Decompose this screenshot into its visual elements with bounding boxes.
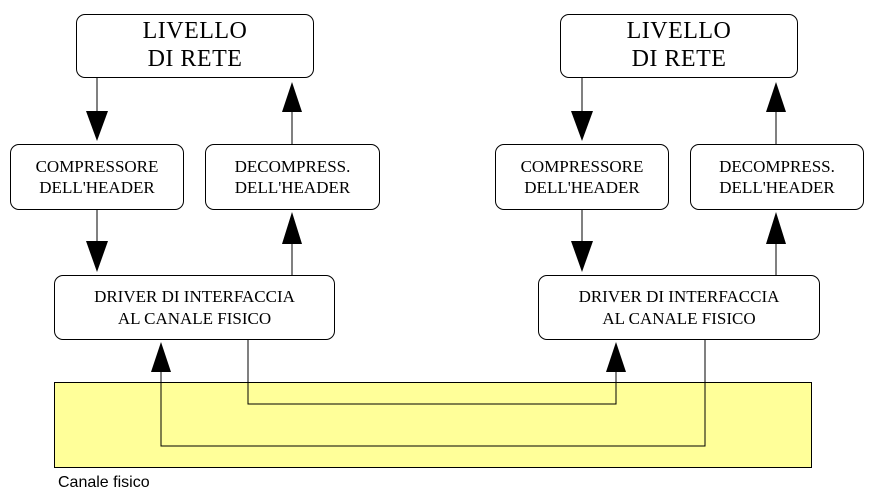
compressor-line2: DELL'HEADER	[39, 178, 155, 197]
decompressor-line2: DELL'HEADER	[719, 178, 835, 197]
network-layer-line2: DI RETE	[147, 46, 243, 72]
driver-line1: DRIVER DI INTERFACCIA	[94, 287, 295, 307]
arrow-down-icon	[571, 111, 593, 141]
decompressor-line1: DECOMPRESS.	[234, 156, 351, 176]
arrow-up-icon	[282, 82, 302, 112]
driver-line2: AL CANALE FISICO	[117, 308, 272, 328]
arrow-up-icon	[151, 342, 171, 372]
network-layer-line1: LIVELLO	[626, 18, 732, 45]
driver-line1: DRIVER DI INTERFACCIA	[578, 287, 780, 307]
arrow-up-icon	[282, 212, 302, 244]
arrow-up-icon	[766, 212, 786, 244]
decompressor-line2: DELL'HEADER	[234, 178, 351, 197]
driver-line2: AL CANALE FISICO	[602, 308, 756, 328]
decompressor-box-left: DECOMPRESS. DELL'HEADER	[205, 144, 380, 210]
channel-label: Canale fisico	[58, 474, 150, 491]
arrow-up-icon	[606, 342, 626, 372]
arrow-down-icon	[571, 241, 593, 272]
driver-box-left: DRIVER DI INTERFACCIA AL CANALE FISICO	[54, 275, 335, 340]
compressor-line1: COMPRESSORE	[35, 156, 159, 176]
compressor-line2: DELL'HEADER	[524, 178, 640, 197]
driver-box-right: DRIVER DI INTERFACCIA AL CANALE FISICO	[538, 275, 820, 340]
decompressor-line1: DECOMPRESS.	[719, 156, 835, 176]
channel-path-left-to-right	[247, 340, 617, 405]
network-layer-line1: LIVELLO	[142, 18, 248, 45]
decompressor-box-right: DECOMPRESS. DELL'HEADER	[690, 144, 864, 210]
arrow-up-icon	[766, 82, 786, 112]
network-layer-line2: DI RETE	[631, 46, 727, 72]
compressor-box-left: COMPRESSORE DELL'HEADER	[10, 144, 184, 210]
network-layer-box-left: LIVELLO DI RETE	[76, 14, 314, 78]
compressor-line1: COMPRESSORE	[520, 156, 644, 176]
arrow-down-icon	[86, 111, 108, 141]
arrow-down-icon	[86, 241, 108, 272]
compressor-box-right: COMPRESSORE DELL'HEADER	[495, 144, 669, 210]
channel-path-right-to-left	[160, 340, 706, 447]
physical-channel	[54, 382, 812, 468]
network-layer-box-right: LIVELLO DI RETE	[560, 14, 798, 78]
